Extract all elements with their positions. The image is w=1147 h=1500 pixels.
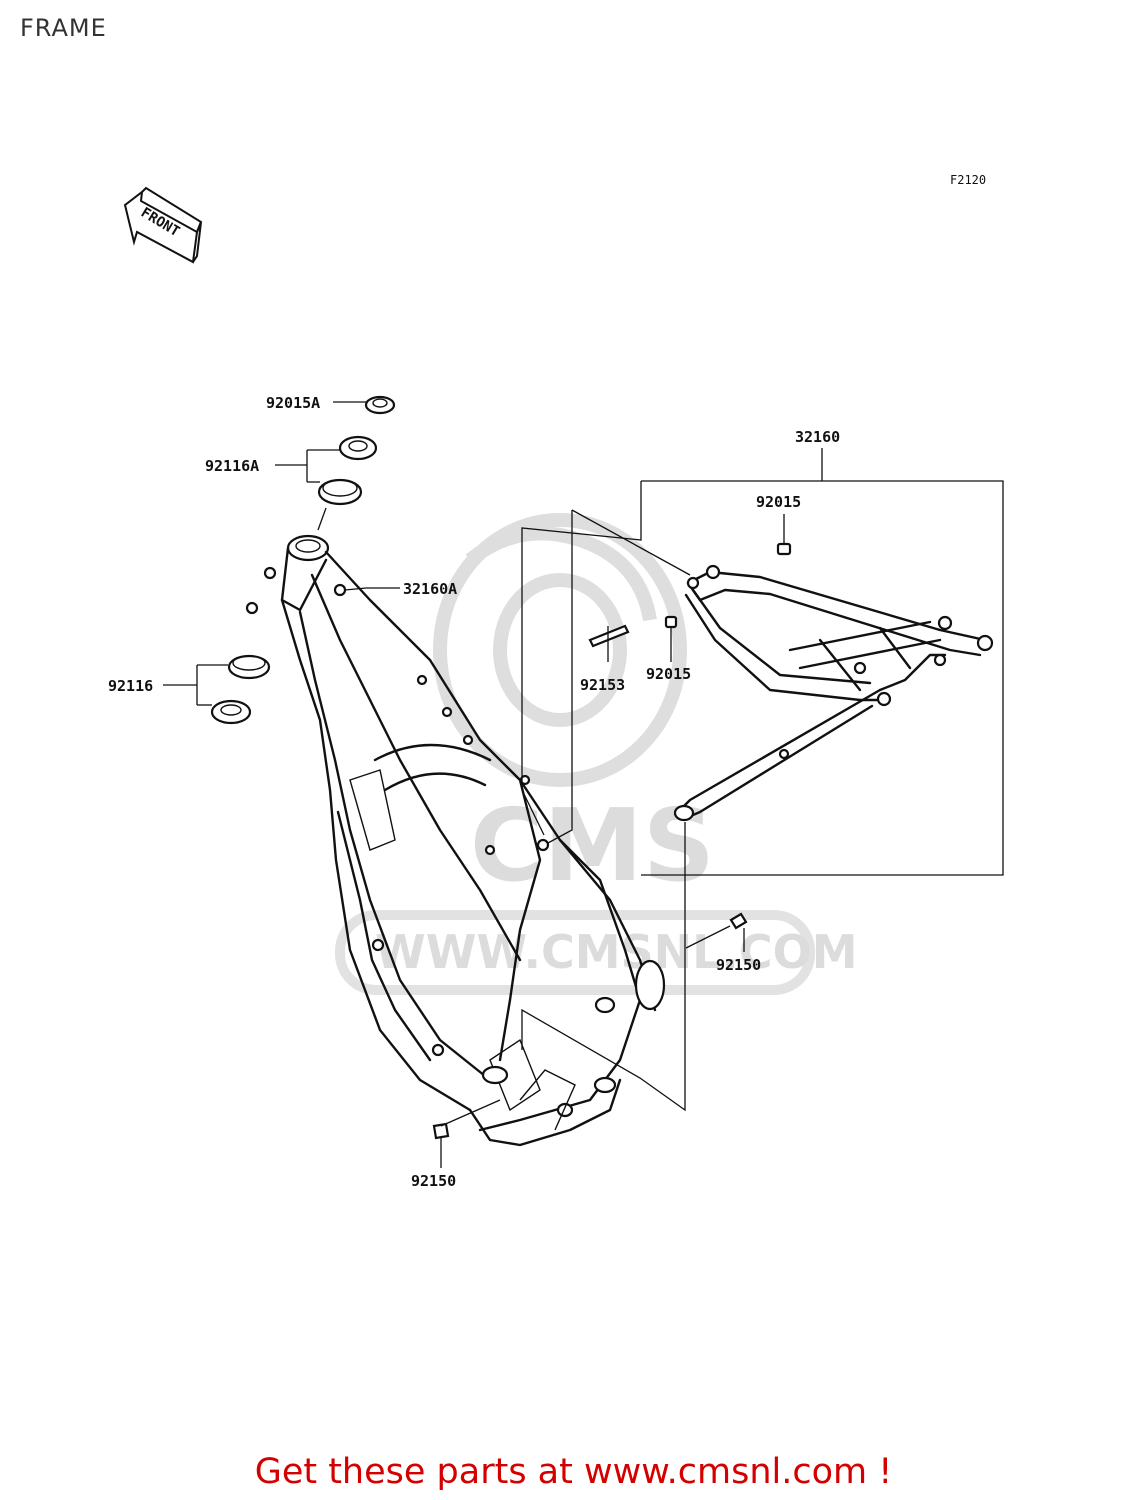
ref-code: F2120	[950, 173, 986, 187]
callout-92015-mid: 92015	[646, 665, 691, 683]
callout-92150-bottom: 92150	[411, 1172, 456, 1190]
callout-92116: 92116	[108, 677, 153, 695]
rear-subframe	[673, 564, 994, 822]
callout-92116A: 92116A	[205, 457, 259, 475]
leader-lines	[163, 401, 1004, 1168]
watermark-url: WWW.CMSNL.COM	[375, 925, 858, 979]
promo-link[interactable]: Get these parts at www.cmsnl.com !	[254, 1452, 893, 1492]
page-title: FRAME	[20, 14, 107, 42]
main-frame	[245, 534, 666, 1147]
callout-32160A: 32160A	[403, 580, 457, 598]
watermark-brand: CMS	[470, 787, 715, 904]
callout-92150-right: 92150	[716, 956, 761, 974]
front-arrow-icon: FRONT	[123, 186, 203, 264]
steering-parts	[210, 395, 396, 725]
callout-92015A: 92015A	[266, 394, 320, 412]
callout-92015-top: 92015	[756, 493, 801, 511]
callout-labels: 92015A 92116A 32160A 92116 32160 92015 9…	[108, 394, 840, 1190]
callout-32160: 32160	[795, 428, 840, 446]
watermark: CMS WWW.CMSNL.COM	[335, 513, 858, 995]
bolts	[432, 542, 792, 1140]
callout-92153: 92153	[580, 676, 625, 694]
